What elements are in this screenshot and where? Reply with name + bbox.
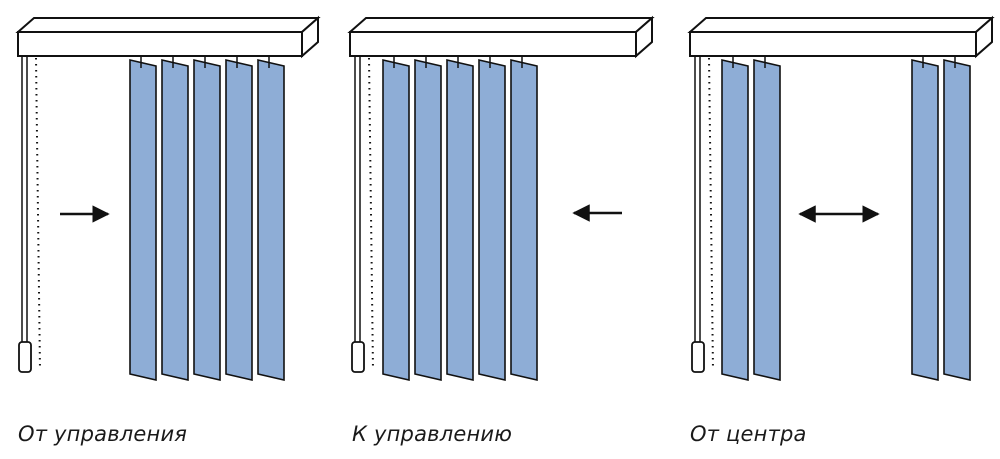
slat [382,56,410,382]
slat [414,56,442,382]
slat [721,56,749,382]
slat [225,56,253,382]
cornice [347,15,655,59]
slat [129,56,157,382]
slat [161,56,189,382]
control-rod [18,56,32,373]
control-rod [351,56,365,373]
caption-from-control: От управления [18,422,188,446]
slat-stack-right [911,56,971,382]
caption-to-control: К управлению [352,422,513,446]
panel-from-center [687,15,995,382]
slat [257,56,285,382]
slat-stack-left [721,56,781,382]
control-chain [708,57,714,371]
control-chain [368,57,374,371]
caption-from-center: От центра [690,422,807,446]
slat [510,56,538,382]
slat [943,56,971,382]
slat [753,56,781,382]
slat [193,56,221,382]
control-rod [691,56,705,373]
slat [911,56,939,382]
slat-stack [129,56,285,382]
cornice [687,15,995,59]
slat [446,56,474,382]
cornice [15,15,321,59]
control-chain [35,57,41,371]
panel-from-control [15,15,321,382]
slat-stack [382,56,538,382]
slat [478,56,506,382]
panel-to-control [347,15,655,382]
